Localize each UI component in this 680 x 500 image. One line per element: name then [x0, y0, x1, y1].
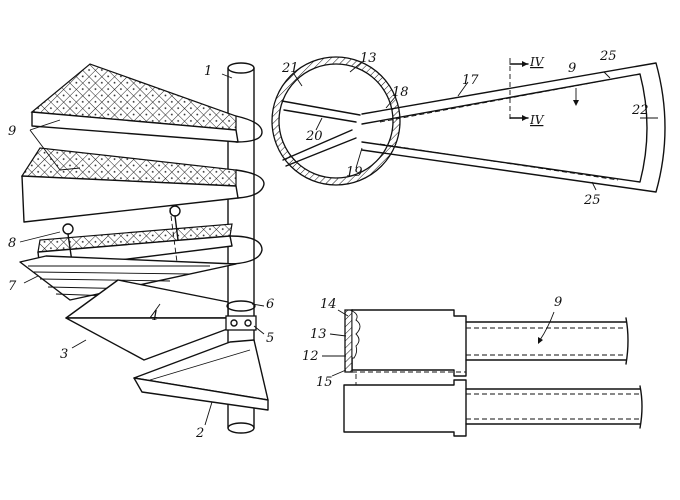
- label-25-bottom: 25: [583, 193, 601, 208]
- label-7: 7: [8, 279, 17, 294]
- label-9-detail: 9: [554, 295, 562, 310]
- wooden-board: [19, 255, 237, 301]
- section-label-top: IV: [529, 55, 545, 69]
- label-22: 22: [631, 103, 649, 118]
- label-19: 19: [346, 165, 363, 180]
- left-leader-lines: [19, 73, 265, 426]
- label-21: 21: [281, 61, 299, 76]
- tread-plan-view: 21 13 18 17 20 19 IV IV 9 25 22 25: [271, 49, 666, 208]
- label-6: 6: [266, 297, 274, 312]
- label-17: 17: [462, 73, 479, 88]
- label-9-plan: 9: [568, 61, 576, 76]
- label-12: 12: [302, 349, 319, 364]
- label-9: 9: [8, 124, 16, 139]
- label-2: 2: [195, 426, 204, 441]
- plain-tread: [65, 279, 231, 361]
- label-14: 14: [320, 297, 337, 312]
- label-20: 20: [305, 129, 323, 144]
- label-18: 18: [392, 85, 409, 100]
- section-detail-view: 14 13 12 15 9: [302, 295, 643, 437]
- label-13-detail: 13: [310, 327, 327, 342]
- label-25-top: 25: [599, 49, 617, 64]
- mesh-tread-second: [20, 147, 265, 223]
- section-label-bottom: IV: [529, 113, 545, 127]
- label-1: 1: [204, 64, 212, 79]
- label-15: 15: [316, 375, 333, 390]
- label-13-plan: 13: [360, 51, 377, 66]
- spiral-staircase-view: 1 9 8 7 4 3 6 5 2: [8, 62, 274, 441]
- column-collar: [225, 300, 257, 331]
- label-5: 5: [266, 331, 274, 346]
- label-8: 8: [8, 236, 16, 251]
- bottom-tread: [133, 339, 269, 411]
- label-3: 3: [60, 347, 68, 362]
- mesh-tread-top: [30, 63, 263, 143]
- label-4: 4: [149, 309, 158, 324]
